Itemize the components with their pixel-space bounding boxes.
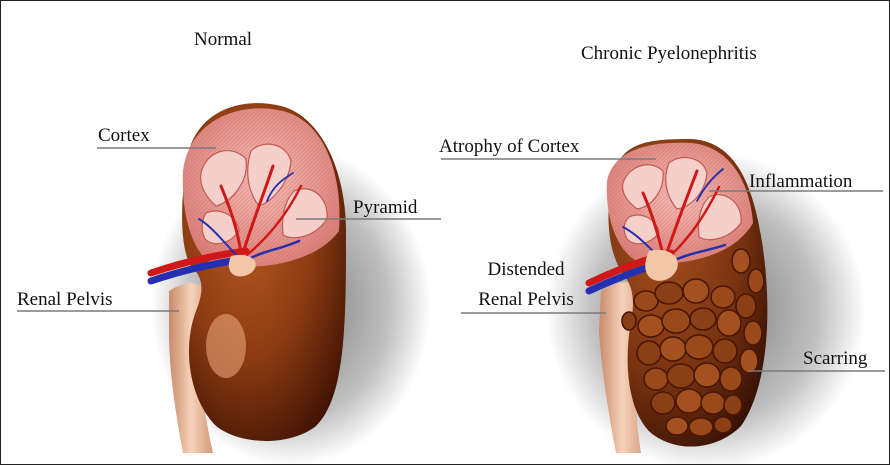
scar-nodule bbox=[744, 321, 762, 345]
scar-nodule bbox=[644, 368, 668, 390]
distended-label-line2: Renal Pelvis bbox=[459, 289, 593, 311]
normal-kidney-highlight bbox=[206, 314, 246, 378]
scar-nodule bbox=[720, 367, 742, 391]
scar-nodule bbox=[713, 339, 737, 363]
scar-nodule bbox=[683, 279, 709, 303]
scar-nodule bbox=[655, 282, 683, 304]
scar-nodule bbox=[666, 417, 688, 435]
normal-title: Normal bbox=[194, 29, 252, 51]
scar-nodule bbox=[662, 309, 690, 333]
scar-nodule bbox=[748, 269, 764, 293]
scar-nodule bbox=[701, 392, 725, 414]
scar-nodule bbox=[638, 315, 664, 337]
distended-label-line1: Distended bbox=[471, 259, 581, 281]
normal-kidney bbox=[151, 103, 431, 464]
scar-nodule bbox=[714, 417, 732, 433]
scar-nodule bbox=[717, 310, 741, 336]
scar-nodule bbox=[637, 341, 661, 365]
scar-nodule bbox=[651, 392, 675, 414]
scar-nodule bbox=[732, 249, 750, 273]
scar-nodule bbox=[667, 364, 695, 388]
scar-nodule bbox=[694, 363, 720, 387]
diseased-title: Chronic Pyelonephritis bbox=[581, 43, 757, 65]
scar-nodule bbox=[690, 308, 716, 330]
scar-nodule bbox=[740, 349, 758, 373]
inflammation-label: Inflammation bbox=[749, 171, 852, 193]
scar-nodule bbox=[689, 418, 713, 436]
scar-nodule bbox=[660, 337, 686, 361]
scarring-label: Scarring bbox=[803, 348, 867, 370]
cortex-label: Cortex bbox=[98, 125, 150, 147]
atrophy-label: Atrophy of Cortex bbox=[439, 136, 579, 158]
scar-nodule bbox=[622, 312, 636, 330]
pyramid-label: Pyramid bbox=[353, 197, 417, 219]
renal-pelvis-label: Renal Pelvis bbox=[17, 289, 113, 311]
scar-nodule bbox=[711, 286, 735, 308]
scar-nodule bbox=[724, 395, 742, 415]
scar-nodule bbox=[685, 335, 713, 359]
scar-nodule bbox=[676, 389, 702, 413]
